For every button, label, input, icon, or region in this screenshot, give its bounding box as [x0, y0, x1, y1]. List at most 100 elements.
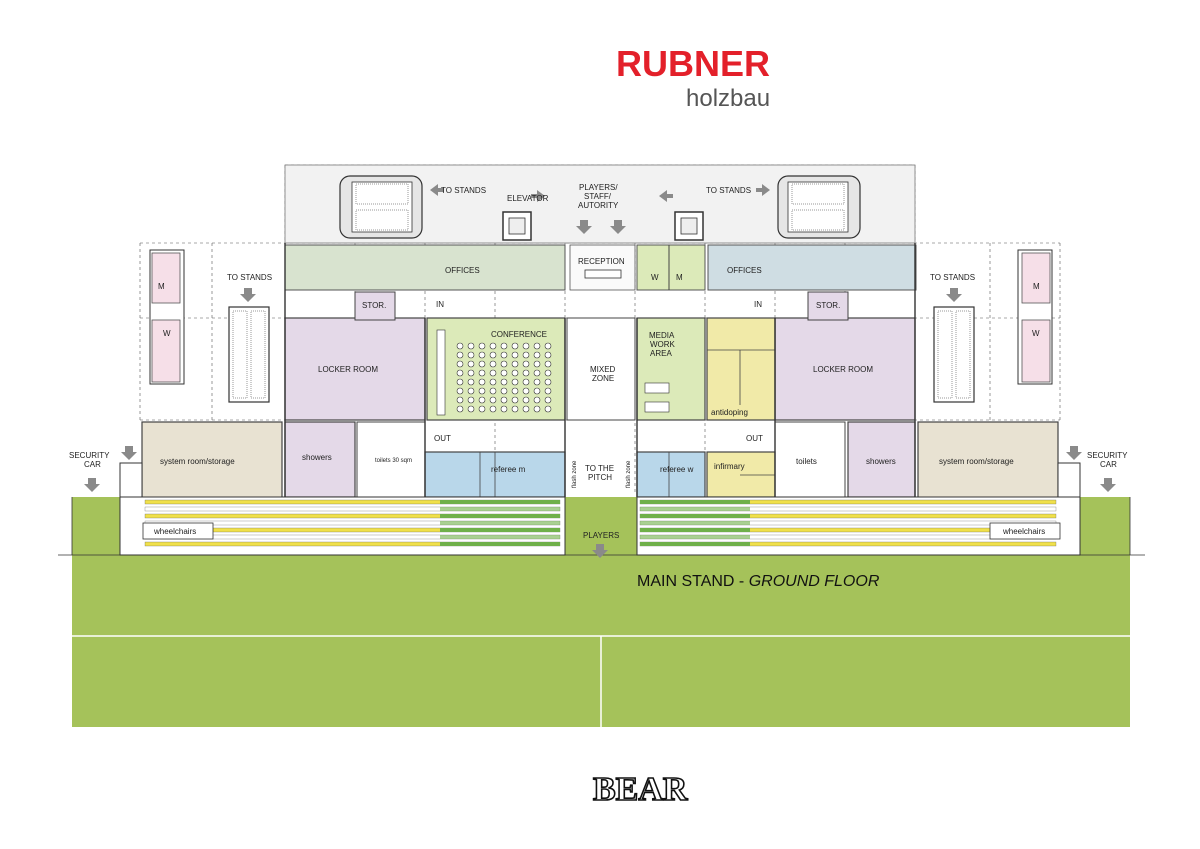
label-to-stands-top-right: TO STANDS: [706, 186, 751, 195]
conference-seat: [489, 387, 497, 395]
conference-seat: [456, 387, 464, 395]
room-labels: TO STANDS TO STANDS ELEVATOR PLAYERS/ ST…: [69, 183, 1128, 540]
label-mixed-zone-2: ZONE: [592, 374, 614, 383]
label-security-left-1: SECURITY: [69, 451, 110, 460]
label-wheelchairs-right: wheelchairs: [1002, 527, 1045, 536]
offices-right: [707, 244, 917, 291]
bear-logo: BEAR: [593, 771, 688, 808]
label-to-pitch-2: PITCH: [588, 473, 612, 482]
label-stor-right: STOR.: [816, 301, 840, 310]
label-elevator: ELEVATOR: [507, 194, 549, 203]
label-system-left: system room/storage: [160, 457, 235, 466]
stairs-top-right: [777, 175, 861, 239]
label-to-stands-side-left: TO STANDS: [227, 273, 272, 282]
conference-seat: [500, 378, 508, 386]
arrow-down-icon: [1066, 446, 1082, 460]
label-toilets-left: toilets 30 sqm: [375, 458, 412, 464]
conference-seat: [456, 405, 464, 413]
label-wc-m-left: M: [158, 282, 165, 291]
conference-seat: [500, 369, 508, 377]
conference-seat: [467, 351, 475, 359]
label-players-staff-1: PLAYERS/: [579, 183, 618, 192]
conference-seat: [467, 387, 475, 395]
conference-seat: [533, 387, 541, 395]
conference-seat: [511, 396, 519, 404]
label-out-right: OUT: [746, 434, 763, 443]
flow-arrows: [84, 184, 1116, 558]
label-players: PLAYERS: [583, 531, 619, 540]
conference-seat: [478, 342, 486, 350]
label-in-right: IN: [754, 300, 762, 309]
arrow-down-icon: [121, 446, 137, 460]
label-stor-left: STOR.: [362, 301, 386, 310]
label-reception: RECEPTION: [578, 257, 625, 266]
label-antidoping: antidoping: [711, 408, 748, 417]
seat-row-green: [640, 507, 750, 511]
brand-logo-text: RUBNER: [616, 43, 770, 84]
referee-w-room: [636, 451, 706, 498]
label-referee-m: referee m: [491, 465, 526, 474]
label-toilets-right: toilets: [796, 457, 817, 466]
label-wc-m-right: M: [1033, 282, 1040, 291]
conference-seat: [478, 369, 486, 377]
label-in-left: IN: [436, 300, 444, 309]
conference-seat: [500, 387, 508, 395]
arrow-down-icon: [576, 220, 592, 234]
seat-row-green: [640, 521, 750, 525]
conference-seat: [522, 405, 530, 413]
conference-seat: [500, 396, 508, 404]
seat-row-green: [440, 507, 560, 511]
showers-left: [284, 421, 356, 498]
label-wc-m-top: M: [676, 273, 683, 282]
label-media-3: AREA: [650, 349, 672, 358]
conference-seat: [544, 396, 552, 404]
label-offices-right: OFFICES: [727, 266, 762, 275]
label-to-stands-side-right: TO STANDS: [930, 273, 975, 282]
structural-walls: [284, 243, 916, 497]
conference-seat: [478, 378, 486, 386]
conference-seat: [511, 369, 519, 377]
conference-seat: [544, 387, 552, 395]
infirmary-room: [706, 451, 776, 498]
toilets-right: [774, 421, 846, 498]
arrow-left-icon: [531, 190, 545, 202]
side-block-left: [149, 249, 185, 385]
arrow-right-icon: [756, 184, 770, 196]
conference-seat: [500, 342, 508, 350]
mixed-zone: [566, 317, 636, 421]
seat-row-green: [440, 535, 560, 539]
label-out-left: OUT: [434, 434, 451, 443]
label-showers-right: showers: [866, 457, 896, 466]
seat-row-green: [640, 514, 750, 518]
conference-seat: [533, 378, 541, 386]
label-security-right-1: SECURITY: [1087, 451, 1128, 460]
label-mixed-zone-1: MIXED: [590, 365, 616, 374]
stairs-top-left: [339, 175, 423, 239]
label-flash-zone-right: flash zone: [626, 460, 632, 488]
label-flash-zone-left: flash zone: [572, 460, 578, 488]
tribune-seats: [144, 499, 1057, 547]
reception: [569, 244, 636, 291]
conference-seat: [522, 351, 530, 359]
conference-seat: [489, 369, 497, 377]
label-media-1: MEDIA: [649, 331, 675, 340]
conference-seat: [511, 387, 519, 395]
wheelchairs-area-right: [989, 522, 1061, 540]
conference-seat: [533, 360, 541, 368]
conference-seat: [478, 396, 486, 404]
label-wheelchairs-left: wheelchairs: [153, 527, 196, 536]
label-to-pitch-1: TO THE: [585, 464, 614, 473]
conference-seat: [478, 360, 486, 368]
conference-seat: [522, 396, 530, 404]
conference-seat: [533, 351, 541, 359]
label-infirmary: infirmary: [714, 462, 745, 471]
conference-seat: [478, 351, 486, 359]
arrow-down-icon: [84, 478, 100, 492]
wheelchairs-area-left: [142, 522, 214, 540]
conference-seat: [456, 369, 464, 377]
conference-seat: [500, 351, 508, 359]
seat-row-green: [640, 528, 750, 532]
wc-block-top: [636, 244, 706, 291]
conference-seat: [489, 396, 497, 404]
